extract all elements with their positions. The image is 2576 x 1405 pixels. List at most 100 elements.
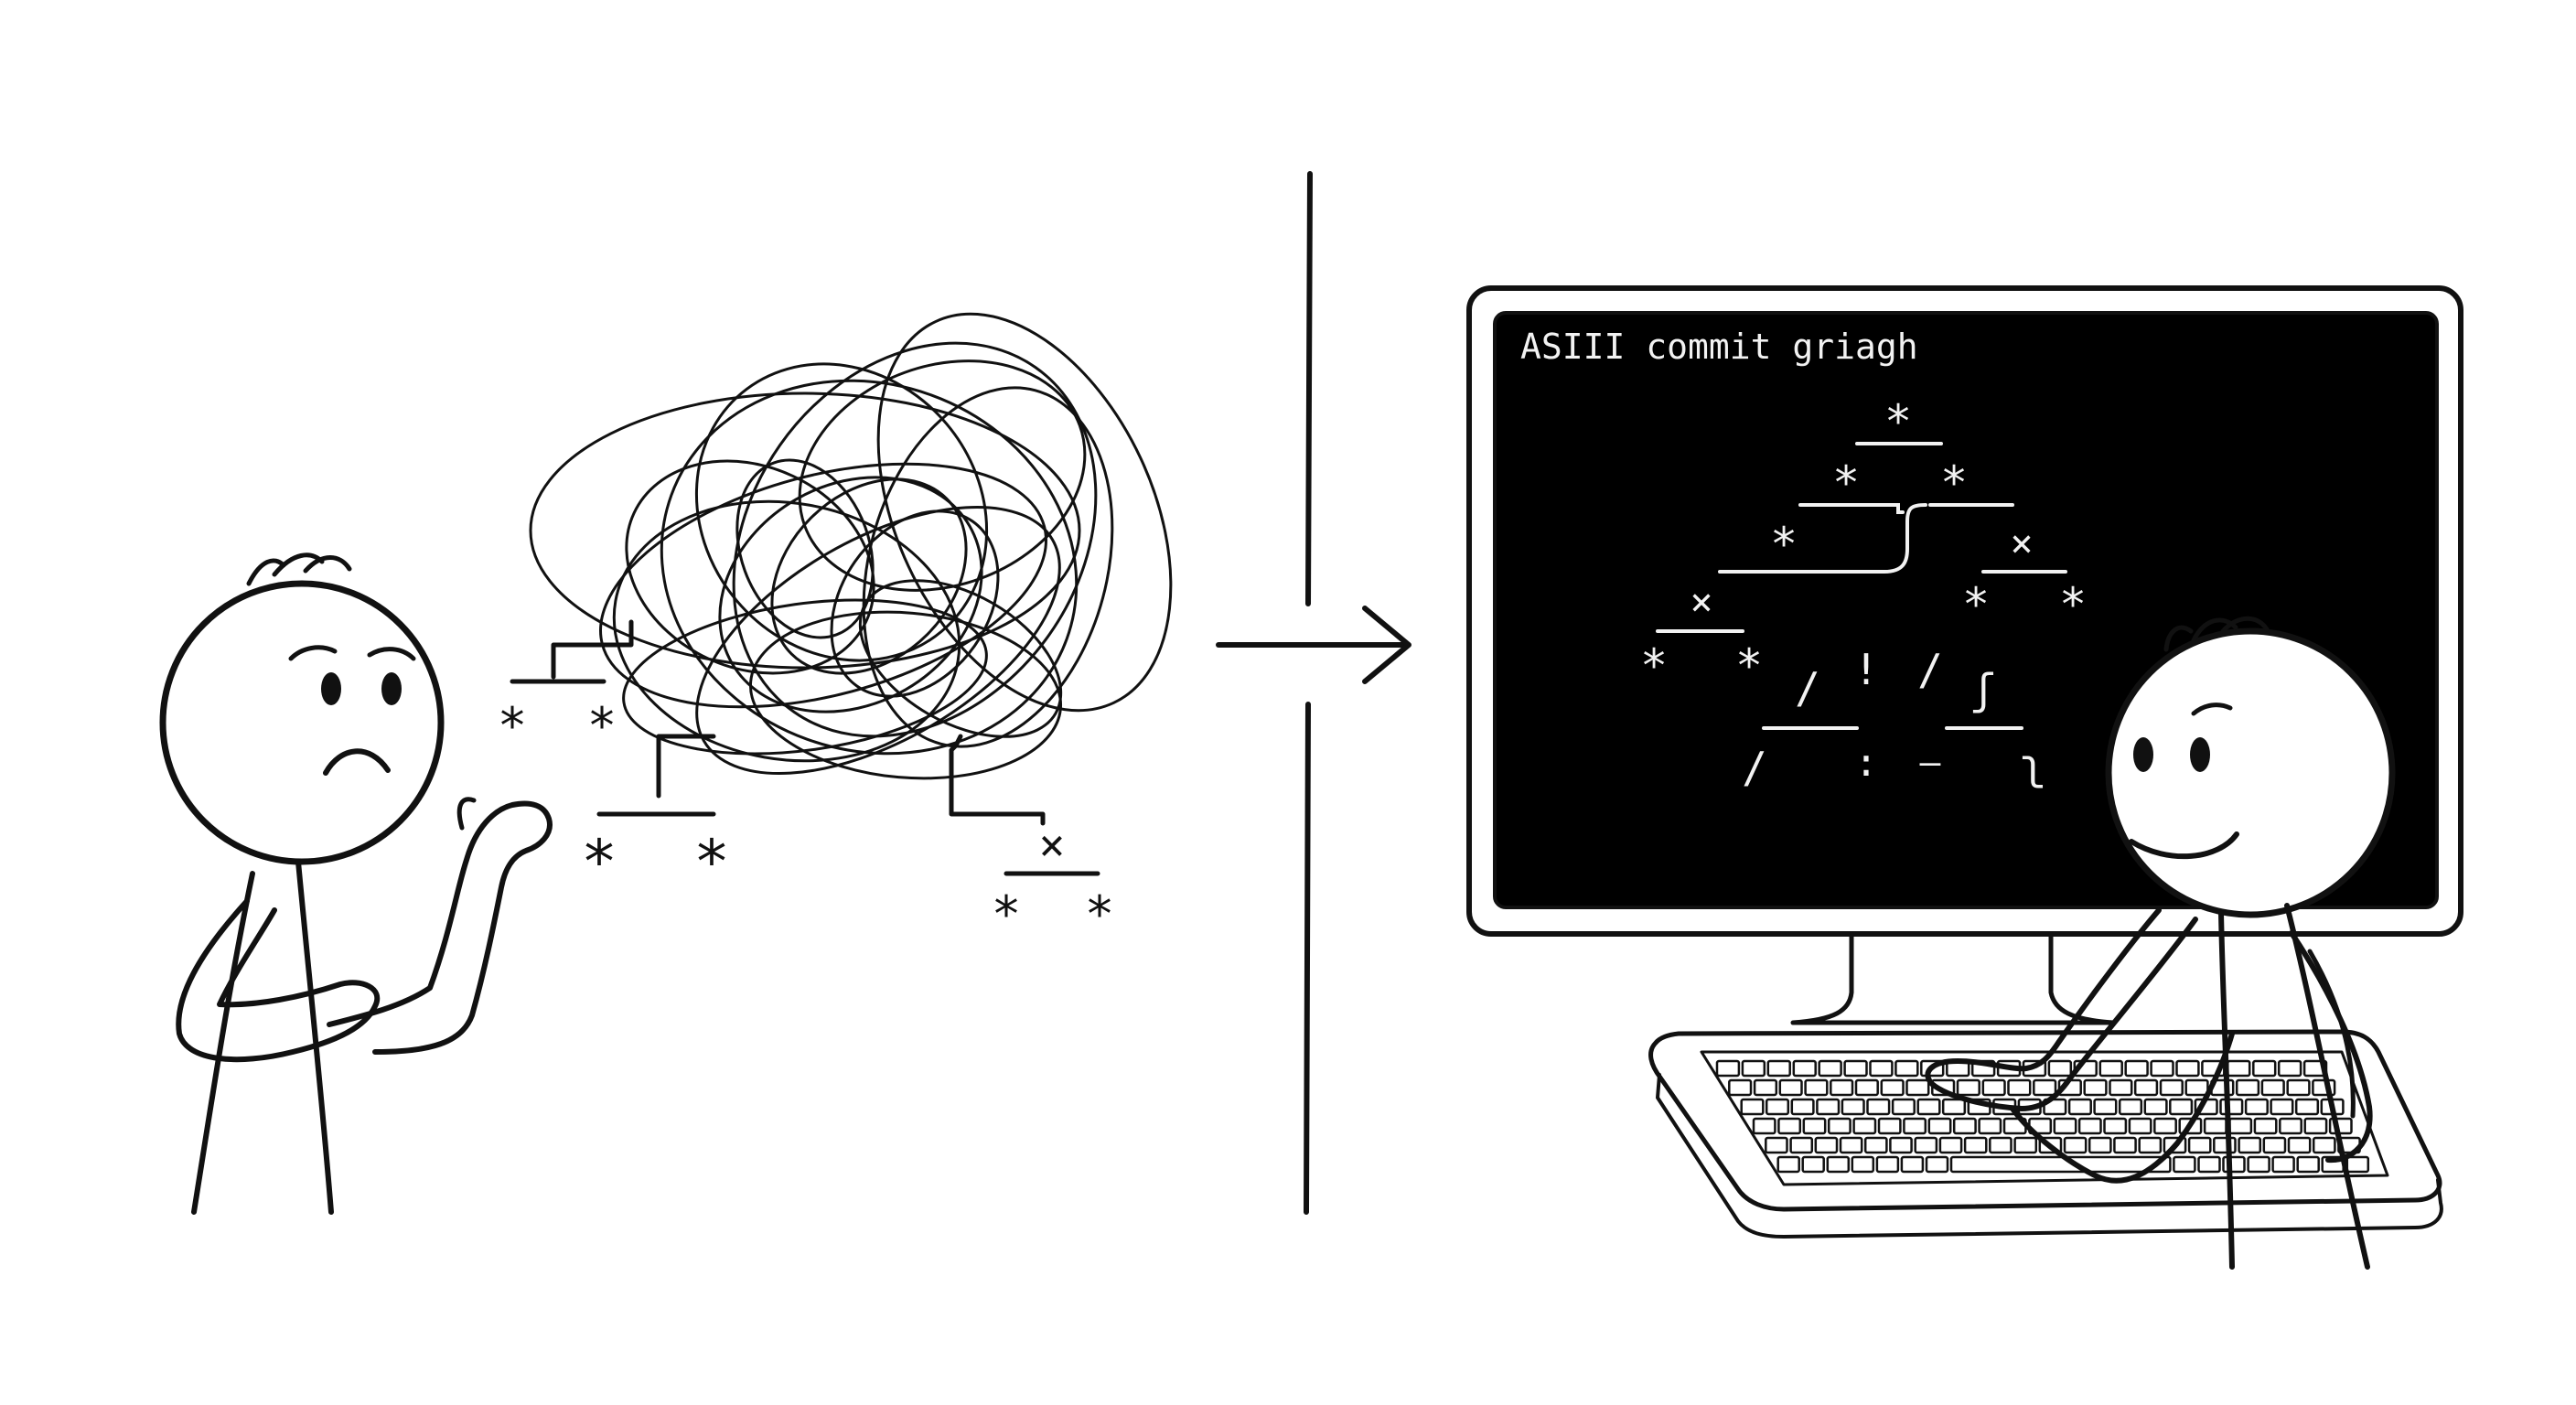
commit-star: * (498, 697, 528, 755)
commit-star: * (1085, 885, 1115, 943)
commit-graph-nodes: * * * * × × * * * * / ! / ʃ / : — ʅ (1640, 395, 2087, 792)
keyboard-key (2143, 1098, 2168, 1116)
keyboard-key (2228, 1117, 2253, 1135)
keyboard-key (2098, 1059, 2123, 1078)
keyboard-key (2169, 1098, 2194, 1116)
keyboard-key (1938, 1136, 1963, 1154)
graph-dash: — (1920, 742, 1941, 782)
keyboard-key (2133, 1078, 2159, 1097)
keyboard-key (1778, 1078, 1803, 1097)
keyboard-key (1989, 1136, 2012, 1154)
keyboard-spacebar (1949, 1155, 2172, 1174)
keyboard-key (1875, 1155, 1900, 1174)
commit-star: * (581, 827, 617, 897)
keyboard-key (2197, 1155, 2221, 1174)
confused-person (159, 552, 553, 1215)
happy-person (1925, 616, 2396, 1270)
keyboard-key (1776, 1155, 1800, 1174)
keyboard-key (2007, 1078, 2032, 1097)
keyboard-key (2109, 1078, 2133, 1097)
keyboard-key (1905, 1078, 1930, 1097)
keyboard-key (2128, 1117, 2152, 1135)
keyboard-key (2287, 1136, 2312, 1154)
commit-cross: × (1039, 820, 1066, 871)
keyboard-key (1839, 1136, 1863, 1154)
keyboard-key (2124, 1059, 2149, 1078)
keyboard-key (1777, 1117, 1802, 1135)
keyboard-key (2227, 1059, 2251, 1078)
keyboard-key (1826, 1155, 1851, 1174)
keyboard-key (2103, 1117, 2128, 1135)
keyboard-key (2088, 1136, 2112, 1154)
graph-slash: / (1795, 663, 1820, 713)
keyboard-key (1916, 1098, 1941, 1116)
keyboard-key (1981, 1078, 2006, 1097)
commit-star: * (1940, 456, 1968, 509)
keyboard-key (1792, 1059, 1817, 1078)
keyboard-keys (1715, 1059, 2370, 1174)
commit-star: * (693, 827, 730, 897)
commit-star: * (1884, 395, 1912, 448)
keyboard-key (2247, 1155, 2270, 1174)
commit-star: * (1735, 639, 1763, 692)
keyboard-key (2303, 1117, 2328, 1135)
keyboard-key (1852, 1117, 1877, 1135)
keyboard-key (2252, 1059, 2277, 1078)
keyboard-key (1869, 1059, 1894, 1078)
keyboard-key (2345, 1155, 2370, 1174)
keyboard-key (1827, 1117, 1852, 1135)
commit-star: * (2059, 578, 2087, 631)
keyboard-key (1715, 1059, 1741, 1078)
tangled-history-scribble (529, 312, 1173, 780)
keyboard-key (2294, 1098, 2320, 1116)
keyboard-key (2083, 1078, 2108, 1097)
keyboard-key (1752, 1117, 1776, 1135)
keyboard-key (1894, 1059, 1919, 1078)
keyboard-key (2312, 1136, 2336, 1154)
keyboard-key (2253, 1117, 2278, 1135)
keyboard-key (1814, 1136, 1839, 1154)
commit-graph-lines (1656, 442, 2067, 730)
graph-curl: ʃ (1970, 665, 1996, 714)
keyboard-key (1790, 1098, 1815, 1116)
keyboard-key (1963, 1136, 1988, 1154)
keyboard-key (1941, 1098, 1967, 1116)
keyboard-key (1863, 1136, 1888, 1154)
keyboard-key (2279, 1117, 2302, 1135)
keyboard-key (2043, 1098, 2067, 1116)
keyboard-key (2187, 1136, 2212, 1154)
keyboard-key (2286, 1078, 2311, 1097)
tangled-commit-markers: * * * * × * * (498, 697, 1115, 943)
keyboard-key (1765, 1136, 1788, 1154)
keyboard-key (2238, 1136, 2262, 1154)
keyboard-key (2219, 1098, 2244, 1116)
keyboard-key (2053, 1117, 2077, 1135)
keyboard-key (1889, 1136, 1913, 1154)
keyboard-key (2271, 1155, 2295, 1174)
commit-star: * (587, 697, 617, 755)
keyboard-key (2093, 1098, 2118, 1116)
keyboard-key (2067, 1098, 2092, 1116)
keyboard-key (1741, 1059, 1766, 1078)
keyboard-key (1801, 1155, 1825, 1174)
keyboard-key (1789, 1136, 1814, 1154)
keyboard-key (1880, 1078, 1905, 1097)
keyboard-key (2077, 1117, 2102, 1135)
keyboard-key (2153, 1117, 2177, 1135)
keyboard-key (1843, 1059, 1868, 1078)
keyboard-key (1914, 1136, 1938, 1154)
commit-star: * (1640, 639, 1668, 692)
graph-bang: ! (1853, 645, 1879, 694)
commit-cross: × (2010, 520, 2033, 565)
keyboard-key (1816, 1098, 1841, 1116)
terminal-window: ASIII commit griagh * * * * × × * * * * … (1520, 327, 2087, 792)
keyboard-key (2270, 1098, 2294, 1116)
keyboard-key (2184, 1078, 2209, 1097)
keyboard-key (1740, 1098, 1765, 1116)
keyboard-key (1818, 1059, 1842, 1078)
keyboard-key (2244, 1098, 2269, 1116)
keyboard-key (2235, 1078, 2260, 1097)
keyboard-key (2213, 1136, 2237, 1154)
keyboard-key (2262, 1136, 2287, 1154)
commit-star: * (1962, 578, 1990, 631)
